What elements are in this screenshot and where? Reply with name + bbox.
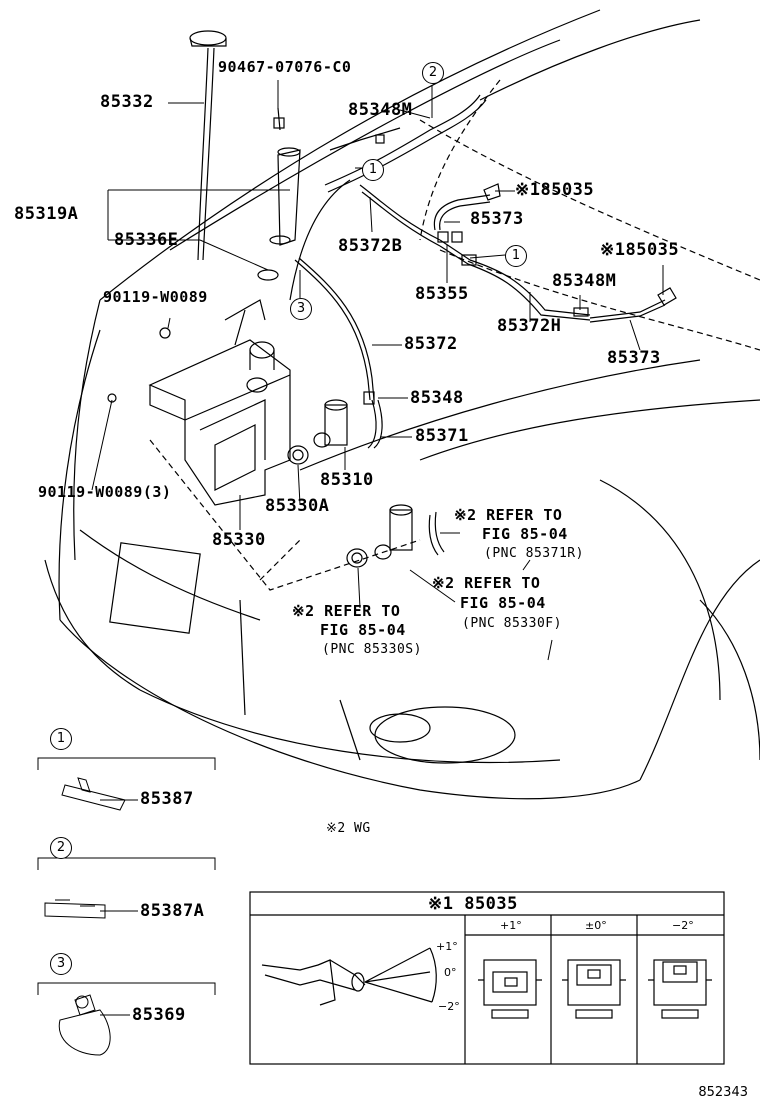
table-col-minus: −2° — [672, 919, 694, 932]
refer-note-85330f-line3: (PNC 85330F) — [462, 616, 562, 631]
label-85035-a: ※185035 — [515, 180, 595, 200]
refer-note-85371r-line1: ※2 REFER TO — [454, 506, 563, 524]
callout-3: 3 — [290, 298, 312, 320]
jet-view-plus — [478, 959, 542, 1019]
jet-view-minus — [648, 959, 712, 1019]
table-col-plus: +1° — [500, 919, 522, 932]
figure-id: 852343 — [698, 1085, 748, 1100]
filler-neck — [189, 30, 301, 281]
label-85348: 85348 — [410, 388, 464, 408]
table-col-zero: ±0° — [585, 919, 607, 932]
angle-plus: +1° — [436, 940, 458, 953]
label-85372h: 85372H — [497, 316, 562, 336]
small-parts — [107, 134, 677, 568]
label-85387a: 85387A — [140, 901, 205, 921]
refer-note-85330s-line3: (PNC 85330S) — [322, 642, 422, 657]
label-85035-b: ※185035 — [600, 240, 680, 260]
refer-note-85330f-line1: ※2 REFER TO — [432, 574, 541, 592]
label-85372b: 85372B — [338, 236, 403, 256]
label-90467-07076-c0: 90467-07076-C0 — [218, 58, 352, 76]
label-85332: 85332 — [100, 92, 154, 112]
label-90119-w0089: 90119-W0089 — [103, 288, 208, 306]
label-85330: 85330 — [212, 530, 266, 550]
callout-1-top: 1 — [362, 159, 384, 181]
callout-2: 2 — [422, 62, 444, 84]
leader-lines — [91, 80, 664, 661]
label-85369: 85369 — [132, 1005, 186, 1025]
label-85373-b: 85373 — [607, 348, 661, 368]
label-85371: 85371 — [415, 426, 469, 446]
label-85336e: 85336E — [114, 230, 179, 250]
label-85348m-mid: 85348M — [552, 271, 617, 291]
label-85319a: 85319A — [14, 204, 79, 224]
refer-note-85371r-line2: FIG 85-04 — [482, 525, 568, 543]
label-85387: 85387 — [140, 789, 194, 809]
table-title: ※1 85035 — [428, 894, 518, 914]
washer-hoses — [289, 94, 666, 449]
legend-key-2: 2 — [50, 837, 72, 859]
refer-note-85330s-line2: FIG 85-04 — [320, 621, 406, 639]
label-85355: 85355 — [415, 284, 469, 304]
legend-key-3: 3 — [50, 953, 72, 975]
label-90119-w0089-3: 90119-W0089(3) — [38, 483, 172, 501]
callout-1-mid: 1 — [505, 245, 527, 267]
legend-key-1: 1 — [50, 728, 72, 750]
jet-view-zero — [562, 959, 626, 1019]
angle-minus: −2° — [438, 1000, 460, 1013]
refer-note-85371r-line3: (PNC 85371R) — [484, 546, 584, 561]
washer-tank — [148, 299, 291, 506]
aim-table — [249, 891, 725, 1065]
label-85372: 85372 — [404, 334, 458, 354]
angle-zero: 0° — [444, 966, 457, 979]
label-85310: 85310 — [320, 470, 374, 490]
refer-note-85330f-line2: FIG 85-04 — [460, 594, 546, 612]
note-wg: ※2 WG — [326, 821, 371, 836]
label-85373-a: 85373 — [470, 209, 524, 229]
label-85330a: 85330A — [265, 496, 330, 516]
refer-note-85330s-line1: ※2 REFER TO — [292, 602, 401, 620]
legend-brackets — [37, 757, 216, 1056]
label-85348m-top: 85348M — [348, 100, 413, 120]
vehicle-body-outline — [44, 9, 760, 800]
